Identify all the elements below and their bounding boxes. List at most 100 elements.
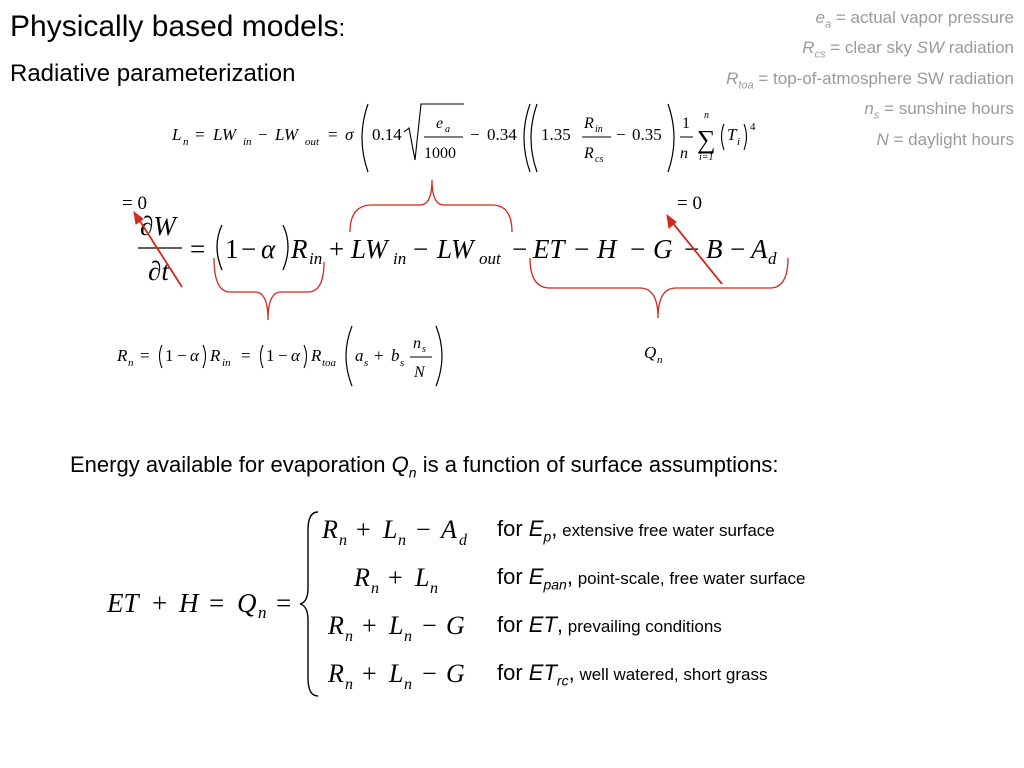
- svg-text:+: +: [362, 659, 377, 688]
- svg-text:1: 1: [165, 346, 174, 365]
- page-subtitle: Radiative parameterization: [10, 60, 296, 87]
- svg-text:R: R: [583, 115, 594, 132]
- svg-text:L: L: [414, 563, 429, 592]
- svg-text:R: R: [290, 234, 308, 264]
- svg-text:L: L: [171, 125, 181, 144]
- svg-text:+: +: [356, 515, 371, 544]
- svg-text:1: 1: [682, 115, 690, 132]
- svg-text:H: H: [596, 234, 618, 264]
- bracket-rn-bottom: [213, 257, 325, 321]
- svg-text:+: +: [152, 588, 167, 618]
- case-label-etrc: for ETrc, well watered, short grass: [497, 660, 768, 689]
- svg-text:n: n: [371, 580, 379, 597]
- qn-label: Q n: [644, 343, 663, 366]
- rn-equation: R n = 1 − α R in = 1 − α R toa a s + b s…: [116, 325, 443, 387]
- svg-text:1.35: 1.35: [541, 125, 571, 144]
- svg-text:n: n: [680, 145, 688, 162]
- svg-text:∑: ∑: [697, 125, 716, 154]
- svg-text:Q: Q: [644, 343, 656, 362]
- svg-text:−: −: [416, 515, 431, 544]
- et-h-equation: ET + H = Q n =: [106, 511, 319, 697]
- svg-text:out: out: [305, 136, 320, 148]
- svg-text:L: L: [388, 659, 403, 688]
- svg-text:G: G: [653, 234, 673, 264]
- svg-text:0.35: 0.35: [632, 125, 662, 144]
- svg-text:1: 1: [225, 234, 239, 264]
- svg-text:−: −: [512, 234, 527, 264]
- svg-text:=: =: [328, 125, 338, 144]
- svg-text:n: n: [413, 335, 421, 352]
- svg-text:n: n: [128, 357, 134, 369]
- svg-text:N: N: [413, 364, 426, 381]
- svg-text:+: +: [374, 346, 384, 365]
- svg-text:a: a: [355, 346, 364, 365]
- svg-text:R: R: [353, 563, 370, 592]
- svg-text:L: L: [388, 611, 403, 640]
- svg-text:i: i: [737, 136, 740, 148]
- svg-text:R: R: [327, 659, 344, 688]
- svg-text:=: =: [276, 588, 291, 618]
- svg-text:−: −: [413, 234, 428, 264]
- svg-text:in: in: [393, 249, 406, 268]
- svg-text:in: in: [595, 124, 603, 135]
- svg-text:B: B: [706, 234, 723, 264]
- svg-text:=: =: [209, 588, 224, 618]
- svg-text:R: R: [310, 346, 322, 365]
- legend-item-N: N = daylight hours: [876, 129, 1015, 149]
- legend-item-ns: ns = sunshine hours: [864, 99, 1014, 122]
- svg-text:R: R: [583, 145, 594, 162]
- case-equations: R n + L n − A d R n + L n R n + L n − G …: [321, 515, 468, 693]
- svg-text:toa: toa: [322, 357, 337, 369]
- svg-text:α: α: [190, 346, 200, 365]
- svg-text:−: −: [278, 346, 288, 365]
- svg-text:in: in: [309, 249, 322, 268]
- svg-text:=: =: [140, 346, 150, 365]
- strike-arrow-b: [666, 213, 723, 285]
- svg-text:R: R: [327, 611, 344, 640]
- svg-text:∂t: ∂t: [148, 256, 170, 286]
- svg-text:n: n: [704, 110, 709, 121]
- bracket-lw-top: [349, 179, 513, 233]
- page-title: Physically based models:: [10, 10, 346, 43]
- svg-text:1: 1: [266, 346, 275, 365]
- svg-text:ET: ET: [106, 588, 140, 618]
- svg-text:4: 4: [750, 121, 756, 133]
- svg-text:G: G: [446, 611, 465, 640]
- svg-text:LW: LW: [350, 234, 390, 264]
- svg-text:−: −: [630, 234, 645, 264]
- svg-text:+: +: [362, 611, 377, 640]
- svg-text:e: e: [436, 115, 443, 132]
- svg-text:L: L: [382, 515, 397, 544]
- svg-text:Q: Q: [237, 588, 257, 618]
- svg-text:LW: LW: [212, 125, 238, 144]
- legend-item-rtoa: Rtoa = top-of-atmosphere SW radiation: [726, 68, 1014, 92]
- energy-balance-equation: ∂W ∂t = 1 − α R in + LW in − LW out − ET…: [138, 211, 777, 286]
- bracket-qn-bottom: [529, 257, 789, 319]
- svg-text:=: =: [241, 346, 251, 365]
- svg-text:T: T: [727, 125, 738, 144]
- svg-text:R: R: [209, 346, 221, 365]
- svg-text:−: −: [258, 125, 268, 144]
- svg-text:0.14: 0.14: [372, 125, 402, 144]
- svg-text:out: out: [479, 249, 502, 268]
- zero-label-right: = 0: [677, 193, 702, 214]
- svg-text:n: n: [398, 532, 406, 549]
- svg-text:H: H: [178, 588, 200, 618]
- svg-text:d: d: [459, 532, 468, 549]
- svg-text:n: n: [345, 628, 353, 645]
- svg-text:−: −: [730, 234, 745, 264]
- svg-text:R: R: [321, 515, 338, 544]
- svg-text:−: −: [177, 346, 187, 365]
- svg-text:in: in: [243, 136, 252, 148]
- svg-text:d: d: [768, 249, 777, 268]
- case-label-epan: for Epan, point-scale, free water surfac…: [497, 564, 806, 593]
- svg-text:R: R: [116, 346, 128, 365]
- svg-text:−: −: [241, 234, 256, 264]
- svg-text:A: A: [439, 515, 457, 544]
- svg-text:−: −: [470, 125, 480, 144]
- variable-legend: ea = actual vapor pressure Rcs = clear s…: [726, 6, 1014, 152]
- svg-text:−: −: [574, 234, 589, 264]
- svg-text:σ: σ: [345, 125, 354, 144]
- svg-text:n: n: [657, 354, 663, 366]
